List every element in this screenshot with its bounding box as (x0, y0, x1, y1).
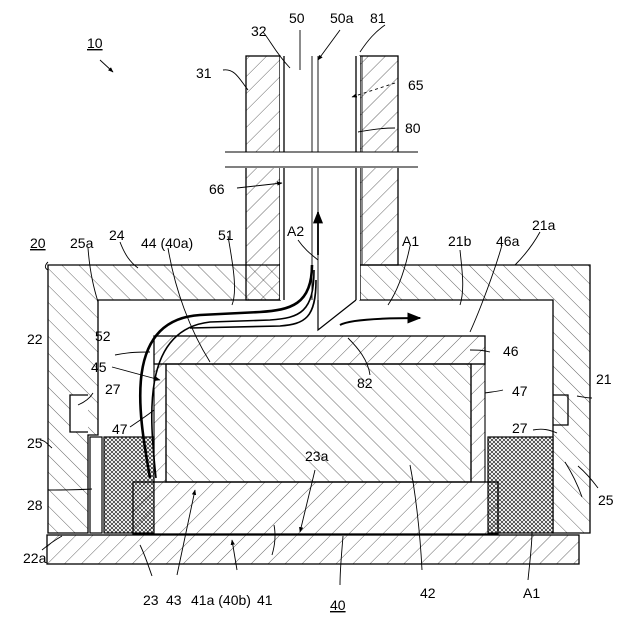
label-25-left: 25 (27, 435, 43, 451)
label-23: 23 (143, 592, 159, 608)
label-28: 28 (27, 497, 43, 513)
label-31: 31 (196, 65, 212, 81)
label-22a: 22a (23, 550, 47, 566)
element-42 (166, 364, 471, 482)
flow-arrow-A1 (340, 318, 420, 325)
label-32: 32 (251, 23, 267, 39)
pipe-31-left-wall (246, 56, 280, 300)
label-50a: 50a (330, 10, 354, 26)
label-45: 45 (91, 359, 107, 375)
label-24: 24 (109, 227, 125, 243)
label-81: 81 (370, 10, 386, 26)
wall-28 (90, 437, 102, 533)
label-50: 50 (289, 10, 305, 26)
label-65: 65 (408, 77, 424, 93)
label-43: 43 (166, 592, 182, 608)
label-46a: 46a (496, 233, 520, 249)
label-51: 51 (218, 227, 234, 243)
base-plate-23 (47, 535, 579, 564)
cover-46 (154, 336, 485, 364)
label-27-right: 27 (512, 420, 528, 436)
label-80: 80 (405, 120, 421, 136)
label-46: 46 (503, 343, 519, 359)
label-22: 22 (27, 331, 43, 347)
label-66: 66 (209, 181, 225, 197)
label-10: 10 (87, 35, 103, 51)
label-23a: 23a (305, 448, 329, 464)
label-21a: 21a (532, 217, 556, 233)
label-27-left: 27 (105, 381, 121, 397)
label-44: 44 (40a) (141, 235, 193, 251)
label-52: 52 (95, 328, 111, 344)
label-41: 41 (257, 592, 273, 608)
label-A2: A2 (287, 223, 304, 239)
label-47-left: 47 (112, 421, 128, 437)
label-A1-bottom: A1 (523, 585, 540, 601)
side-wall-47-right (471, 364, 485, 482)
label-25a: 25a (70, 235, 94, 251)
label-40: 40 (330, 597, 346, 613)
label-A1-top: A1 (402, 233, 419, 249)
label-21: 21 (596, 371, 612, 387)
label-25-right: 25 (598, 492, 614, 508)
nozzle-82 (318, 300, 356, 330)
label-42: 42 (420, 585, 436, 601)
tube-50-bore (280, 56, 360, 300)
side-wall-47-left (154, 364, 166, 482)
label-41a: 41a (40b) (191, 592, 251, 608)
label-21b: 21b (448, 233, 472, 249)
label-47-right: 47 (512, 383, 528, 399)
pipe-break-band (225, 152, 420, 168)
label-82: 82 (357, 375, 373, 391)
label-20: 20 (30, 235, 46, 251)
